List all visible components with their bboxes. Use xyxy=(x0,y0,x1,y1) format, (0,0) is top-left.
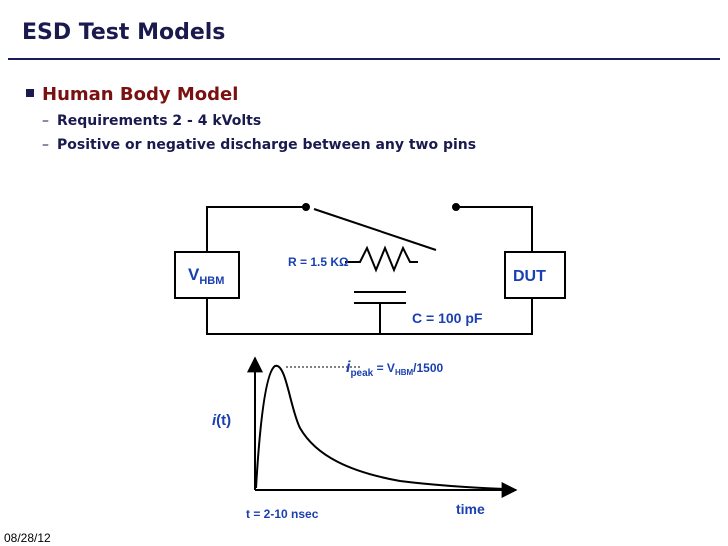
sub-bullet-text: Positive or negative discharge between a… xyxy=(57,137,477,153)
switch-contact-left xyxy=(302,203,310,211)
footer-date: 08/28/12 xyxy=(4,531,51,545)
dut-label: DUT xyxy=(513,268,546,285)
square-bullet-icon xyxy=(26,89,34,97)
pulse-width-label: t = 2-10 nsec xyxy=(246,507,319,521)
dash-bullet-icon: – xyxy=(42,113,49,129)
slide-title: ESD Test Models xyxy=(22,20,226,45)
resistor-symbol xyxy=(345,245,418,273)
source-box xyxy=(174,251,240,299)
peak-label: ipeak = VHBM/1500 xyxy=(346,359,444,379)
sub-bullet-text: Requirements 2 - 4 kVolts xyxy=(57,113,262,129)
switch-contact-right xyxy=(452,203,460,211)
current-curve xyxy=(255,364,506,490)
sub-bullet-discharge: –Positive or negative discharge between … xyxy=(42,137,476,153)
hbm-circuit xyxy=(174,203,566,335)
wire-bottom xyxy=(206,298,533,335)
capacitor-label: C = 100 pF xyxy=(412,310,483,326)
bullet-text: Human Body Model xyxy=(42,84,239,105)
current-waveform xyxy=(247,356,518,498)
dut-box xyxy=(504,251,566,299)
switch-blade xyxy=(313,208,437,251)
x-axis-label: time xyxy=(456,501,485,517)
title-underline xyxy=(8,58,720,60)
wire-top-left xyxy=(206,206,306,252)
wire-top-right xyxy=(456,206,533,252)
resistor-label: R = 1.5 KΩ xyxy=(288,255,349,269)
dash-bullet-icon: – xyxy=(42,137,49,153)
y-axis-label: i(t) xyxy=(212,412,231,429)
bullet-human-body-model: Human Body Model xyxy=(26,84,238,105)
source-label: VHBM xyxy=(188,265,224,287)
sub-bullet-requirements: –Requirements 2 - 4 kVolts xyxy=(42,113,261,129)
